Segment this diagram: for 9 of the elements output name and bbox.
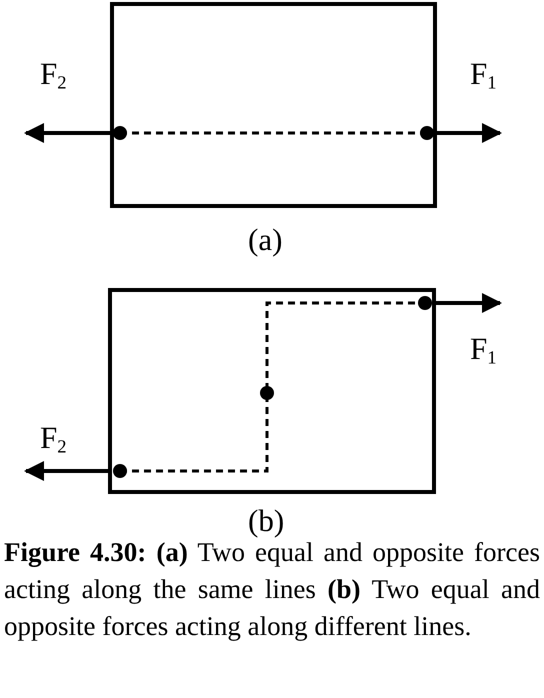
body-rectangle bbox=[110, 2, 437, 208]
force-label: F$_{1}$ bbox=[470, 58, 497, 94]
panel-label: (b) bbox=[248, 505, 284, 536]
figure-caption: Figure 4.30: (a) Two equal and opposite forces acting along the same lines (b) Two equal and opposite forces acting along different lines. bbox=[4, 537, 540, 643]
force-label: F$_{2}$ bbox=[40, 58, 67, 94]
force-label: F$_{1}$ bbox=[470, 333, 497, 368]
force-label: F$_{2}$ bbox=[40, 422, 67, 458]
body-rectangle bbox=[108, 288, 436, 494]
panel-label: (a) bbox=[248, 224, 282, 255]
